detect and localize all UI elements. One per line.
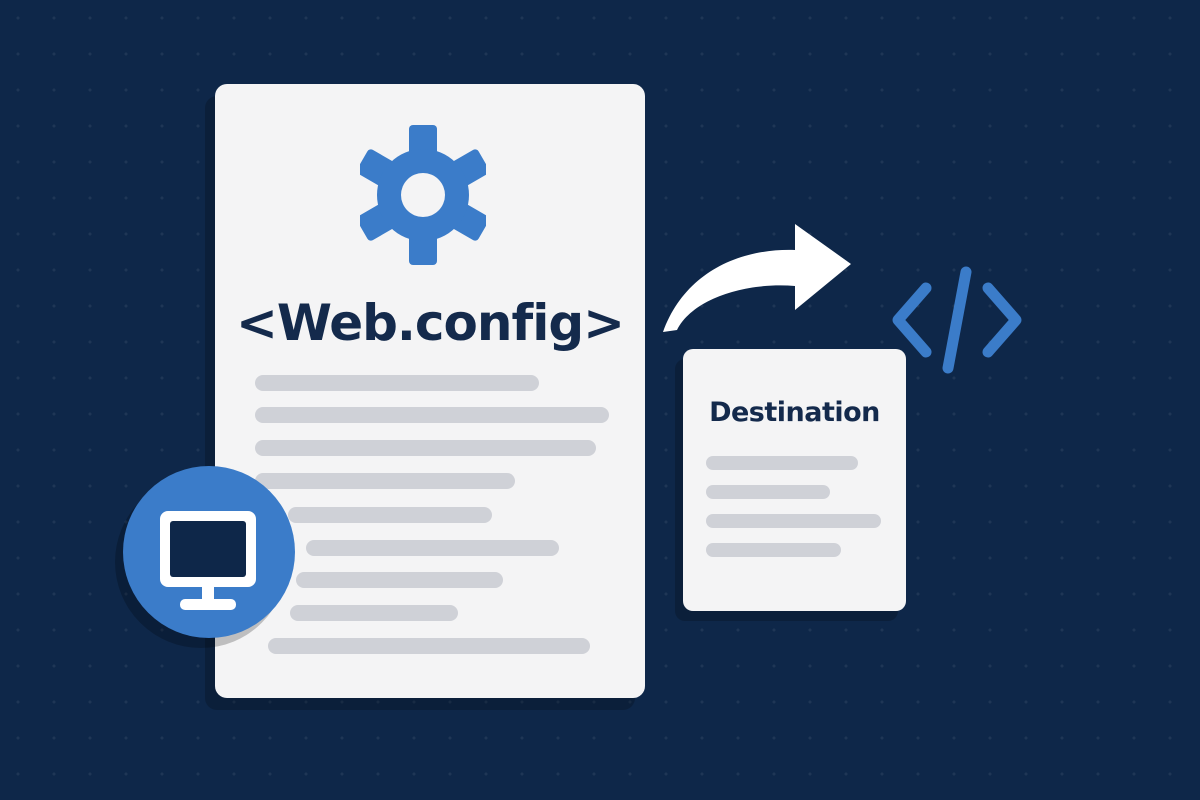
curved-arrow-icon: [663, 224, 851, 332]
placeholder-line: [296, 572, 503, 588]
monitor-icon: [160, 511, 256, 610]
placeholder-line: [288, 507, 492, 523]
placeholder-line: [706, 543, 841, 557]
placeholder-line: [255, 407, 609, 423]
placeholder-line: [255, 375, 539, 391]
code-brackets-icon: [892, 266, 1022, 374]
placeholder-line: [706, 456, 858, 470]
placeholder-line: [706, 514, 881, 528]
placeholder-line: [290, 605, 458, 621]
placeholder-line: [255, 440, 596, 456]
placeholder-line: [255, 473, 515, 489]
placeholder-line: [706, 485, 830, 499]
destination-title: Destination: [709, 397, 880, 428]
placeholder-line: [268, 638, 590, 654]
web-config-title: <Web.config>: [235, 294, 625, 352]
gear-icon: [360, 125, 486, 265]
placeholder-line: [306, 540, 559, 556]
destination-document: [683, 349, 906, 611]
